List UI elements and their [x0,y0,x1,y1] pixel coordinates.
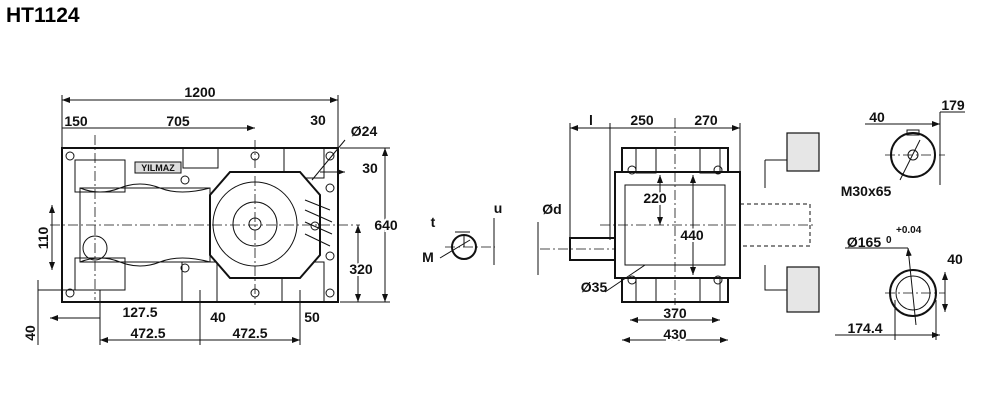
dim-127-5: 127.5 [122,304,157,320]
dim-bore: Ø165 [847,234,881,250]
dim-hole-35: Ø35 [581,279,608,295]
dim-1200: 1200 [184,84,215,100]
dim-150: 150 [64,113,88,129]
dim-40-foot: 40 [22,325,38,341]
brand-plate: YILMAZ [134,161,182,174]
dim-705: 705 [166,113,190,129]
dim-110: 110 [35,226,51,249]
dim-320: 320 [349,261,373,277]
dim-40-mid: 40 [210,309,226,325]
dim-50: 50 [304,309,320,325]
tolerance-upper: +0.04 [896,225,922,236]
drawing-title: HT1124 [6,4,80,27]
shaft-detail-top: 40 179 M30x65 [841,97,965,199]
shaft-detail-bottom: Ø165 +0.04 0 40 174.4 [835,225,963,340]
gear-teeth-outline [79,183,211,267]
dim-174-4: 174.4 [847,320,882,336]
dim-440: 440 [680,227,704,243]
dim-30-top: 30 [310,112,326,128]
dim-270: 270 [694,112,718,128]
dim-shaft-length: l [589,112,593,128]
dim-250: 250 [630,112,654,128]
dim-key-40-top: 40 [869,109,885,125]
front-view: YILMAZ 1200 150 705 30 Ø24 30 [22,84,400,345]
dim-472-5-left: 472.5 [130,325,165,341]
cooling-fins [304,199,333,247]
side-view: Ød l 250 270 220 440 Ø35 370 430 [537,112,820,344]
dim-key-40-bottom: 40 [947,251,963,267]
dim-shaft-diameter: Ød [542,201,561,217]
tolerance-lower: 0 [886,235,892,246]
dim-m: M [422,249,434,265]
dim-220: 220 [643,190,667,206]
dim-hole-diameter: Ø24 [351,123,378,139]
dim-179: 179 [941,97,965,113]
dim-370: 370 [663,305,687,321]
dim-430: 430 [663,326,687,342]
dim-472-5-right: 472.5 [232,325,267,341]
dim-t: t [431,214,436,230]
dim-30-right: 30 [362,160,378,176]
dim-thread: M30x65 [841,183,892,199]
svg-text:YILMAZ: YILMAZ [141,163,175,173]
output-gear-housing [209,171,321,279]
dim-u: u [494,200,503,216]
key-detail: t u M [422,200,502,265]
dim-640: 640 [374,217,398,233]
